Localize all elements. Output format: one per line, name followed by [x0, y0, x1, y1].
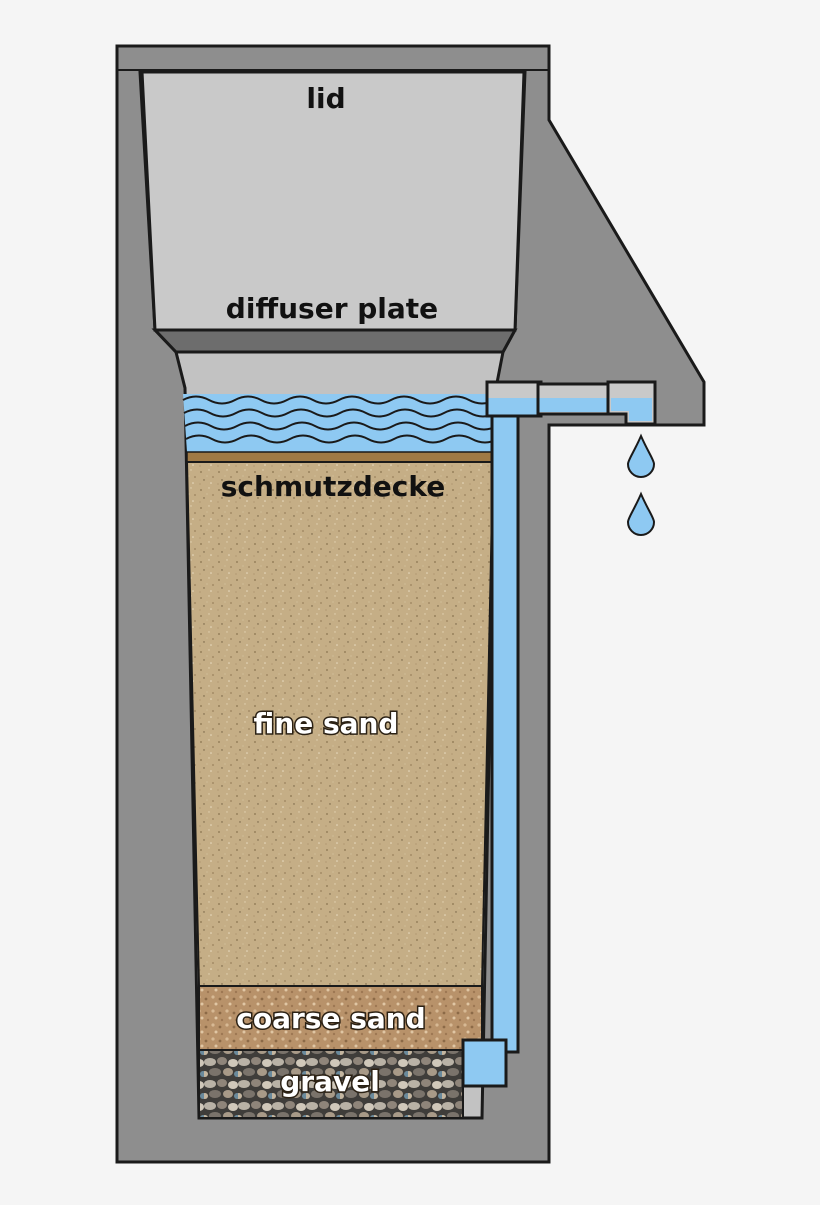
- diffuser-plate: [151, 328, 518, 354]
- label-lid: lid: [306, 82, 345, 115]
- gravel-layer: [198, 1049, 464, 1119]
- water-drop-icon: [626, 433, 656, 478]
- water-drop-icon: [626, 491, 656, 536]
- label-gravel: gravel: [280, 1065, 380, 1098]
- outlet-pipe: [461, 380, 657, 1088]
- label-diffuser-plate: diffuser plate: [226, 292, 438, 325]
- water-waves: [182, 395, 499, 444]
- label-schmutzdecke: schmutzdecke: [221, 470, 445, 503]
- label-coarse-sand: coarse sand: [236, 1002, 425, 1035]
- schmutzdecke-layer: [186, 451, 494, 463]
- label-fine-sand: fine sand: [254, 707, 399, 740]
